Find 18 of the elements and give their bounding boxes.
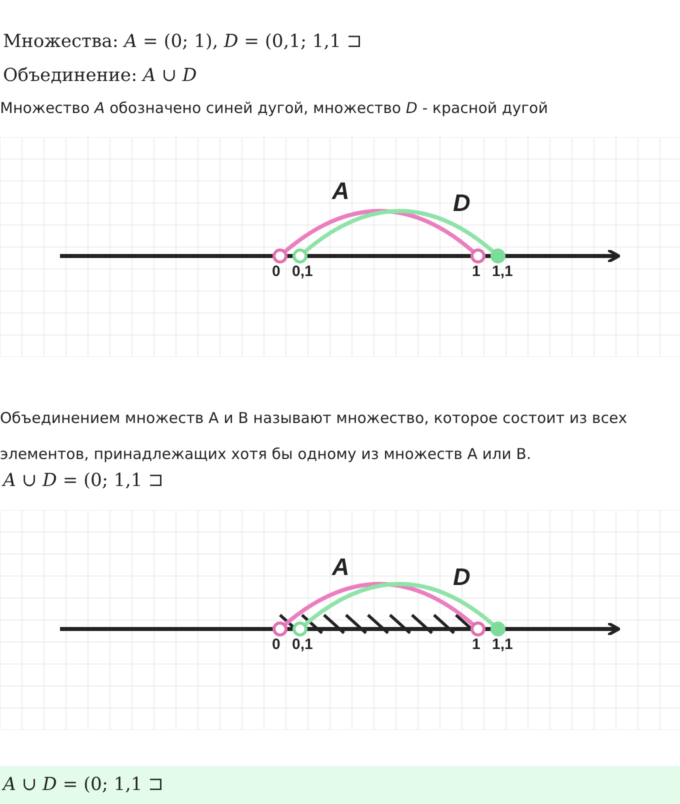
point-label: 0	[272, 635, 280, 655]
point-label: 1,1	[492, 262, 513, 282]
point-label: 0,1	[292, 262, 313, 282]
set-definition-text: Множества: A = (0; 1), D = (0,1; 1,1 ⊐	[2, 32, 363, 52]
arc-label: A	[332, 182, 350, 202]
point-label: 1,1	[492, 635, 513, 655]
point-label: 0,1	[292, 635, 313, 655]
arc-label: D	[453, 568, 470, 588]
answer-band: A ∪ D = (0; 1,1 ⊐	[0, 766, 680, 804]
point-label: 1	[472, 635, 480, 655]
point-label: 0	[272, 262, 280, 282]
arc-label: A	[332, 558, 350, 578]
point-label: 1	[472, 262, 480, 282]
union-formula: A ∪ D = (0; 1,1 ⊐	[0, 471, 164, 491]
arc-label: D	[453, 194, 470, 214]
union-heading: Объединение: A ∪ D	[2, 66, 198, 86]
description-text: Множество A обозначено синей дугой, множество D - красной дугой	[0, 98, 548, 118]
definition-paragraph: Объединением множеств А и В называют множество, которое состоит из всех элементов, принадлежащих хотя бы одному из множеств А или В.	[0, 408, 628, 465]
